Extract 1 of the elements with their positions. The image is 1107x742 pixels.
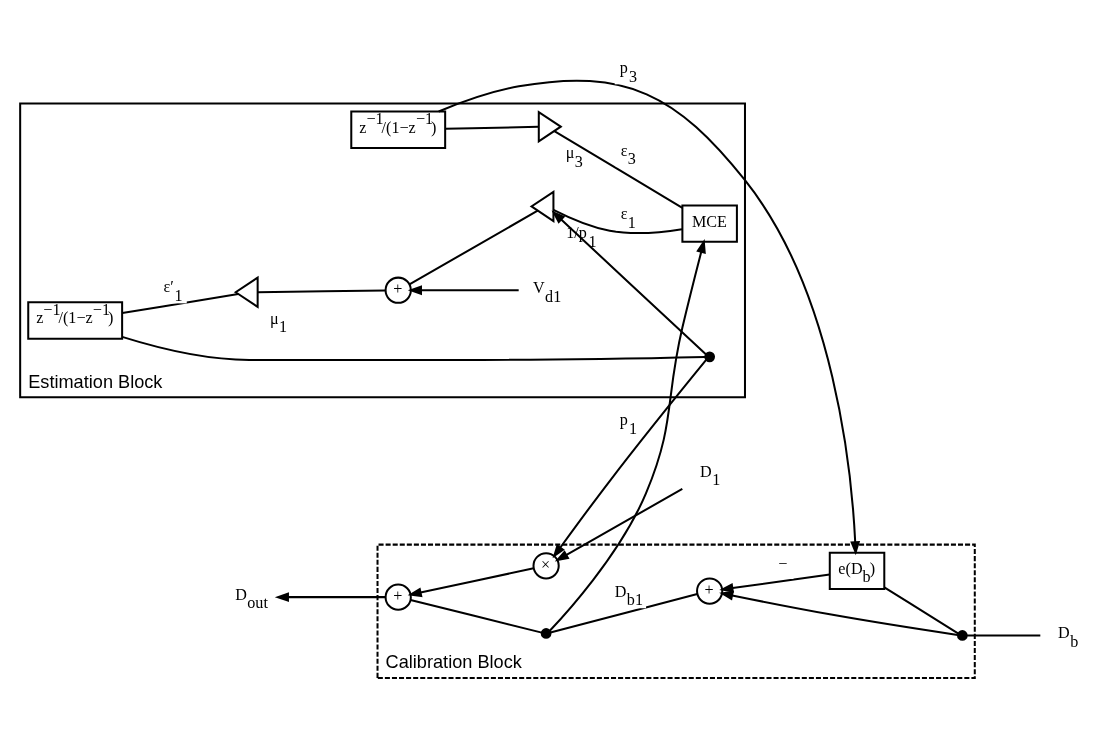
- edge-label: −: [778, 554, 788, 572]
